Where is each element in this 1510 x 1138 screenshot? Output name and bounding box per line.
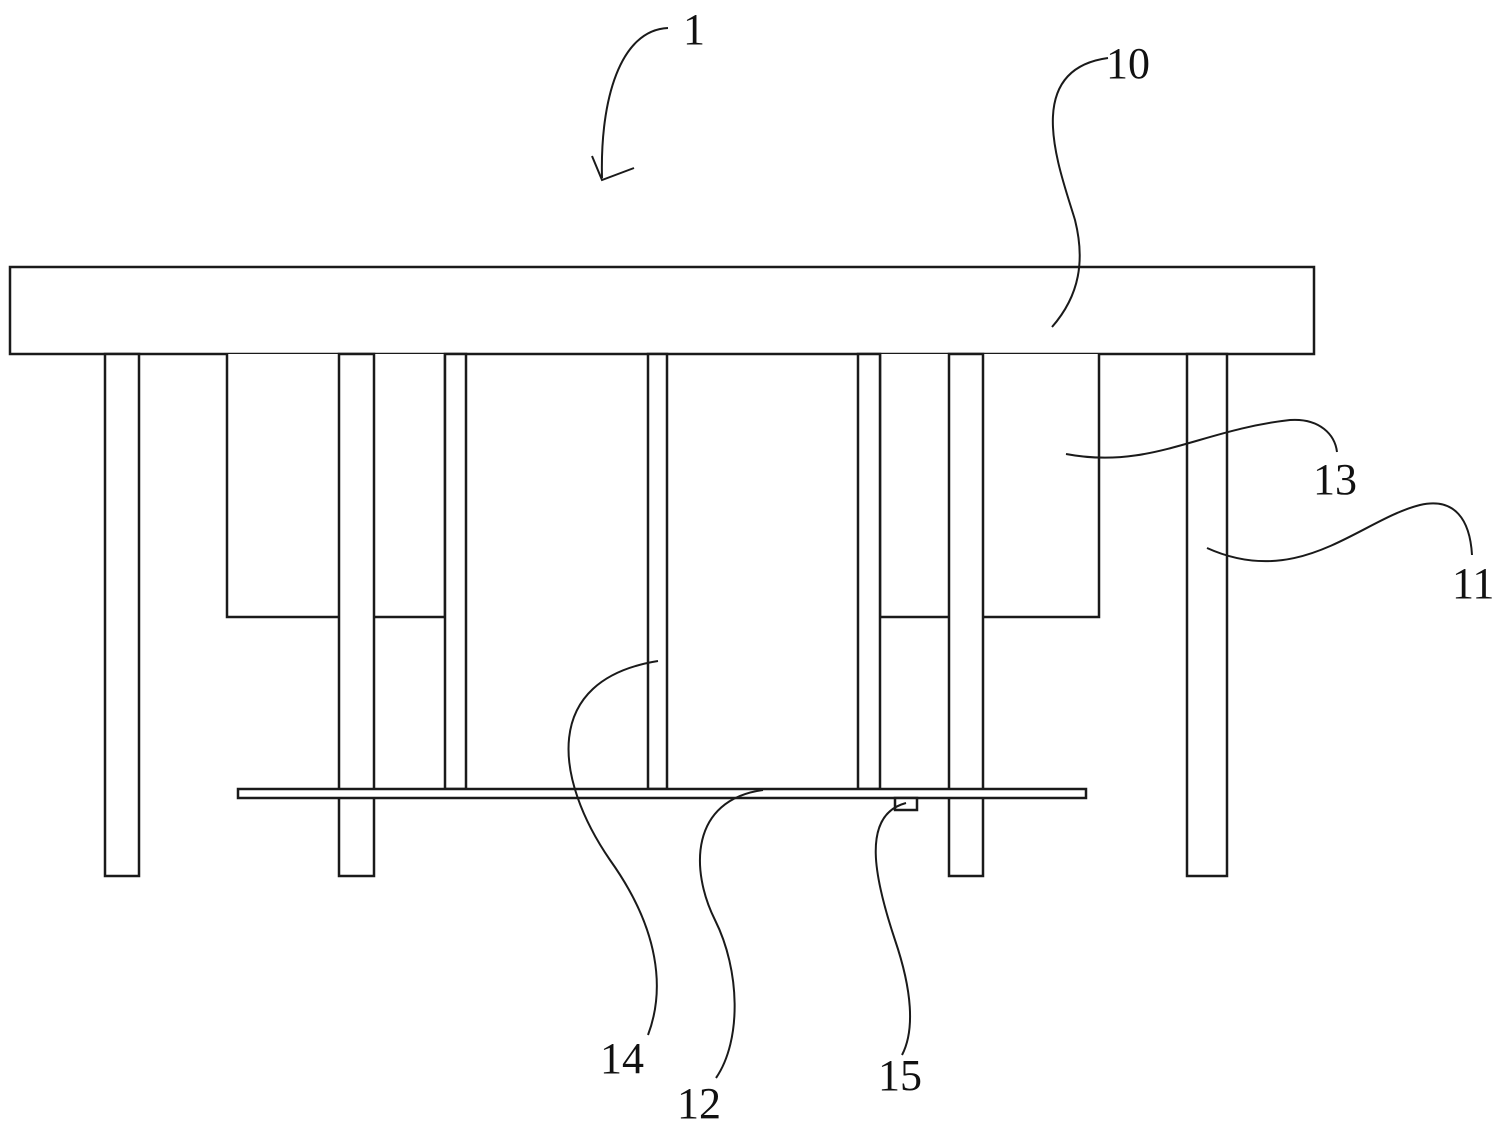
leader-assembly (600, 27, 669, 179)
leader-assembly-arrowhead (591, 155, 635, 182)
side-block-right (878, 354, 1101, 619)
top-plate (8, 265, 1316, 356)
leader-small-part (874, 802, 912, 1056)
leader-top-plate (1051, 57, 1109, 328)
outer-leg-right (1185, 352, 1229, 878)
leader-bottom-plate (699, 789, 764, 1079)
bottom-plate (236, 787, 1088, 800)
rod-left (443, 352, 468, 791)
leader-outer-leg (1206, 502, 1473, 563)
label-outer-leg: 11 (1452, 559, 1494, 608)
label-center-rod: 14 (600, 1034, 644, 1083)
leader-side-block (1065, 418, 1338, 459)
label-top-plate: 10 (1106, 39, 1150, 88)
label-bottom-plate: 12 (677, 1079, 721, 1128)
leader-center-rod (567, 660, 659, 1036)
side-block-left (225, 354, 447, 619)
label-small-part: 15 (878, 1051, 922, 1100)
rod-center (646, 352, 669, 791)
label-side-block: 13 (1313, 455, 1357, 504)
rod-right (856, 352, 882, 791)
label-assembly: 1 (683, 5, 705, 54)
outer-leg-left (103, 352, 141, 878)
